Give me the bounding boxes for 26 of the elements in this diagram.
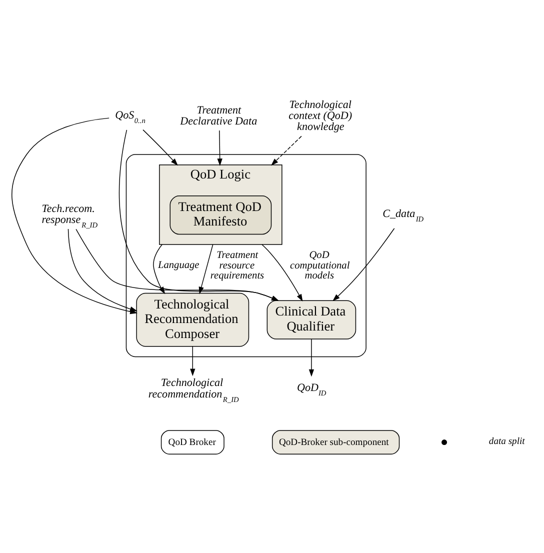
arrow — [332, 228, 395, 301]
node-text: C_data$_{ID}$ — [382, 207, 424, 223]
node-text: Technological context (QoD) knowledge — [288, 98, 352, 133]
legend-label: data split — [488, 436, 525, 447]
arrow — [118, 129, 279, 301]
node-text: Tech.recom. response$_{R_ID}$ — [42, 202, 98, 230]
edge-label: Treatment resource requirements — [210, 249, 264, 282]
arrow — [76, 228, 280, 301]
edge-label: Language — [158, 259, 200, 270]
cluster — [126, 154, 366, 357]
arrow — [190, 346, 196, 376]
arrow — [271, 135, 302, 166]
arrow — [217, 130, 222, 166]
arrow — [142, 128, 178, 166]
node-text: QoS$_{0..n}$ — [115, 108, 146, 124]
legend-label: QoD-Broker sub-component — [278, 436, 389, 448]
node-text: Technological recommendation$_{R_ID}$ — [148, 376, 239, 404]
arrow — [308, 338, 314, 376]
node-box: Treatment QoD Manifesto — [170, 194, 272, 234]
arrow — [262, 244, 303, 302]
node-text: Treatment Declarative Data — [180, 104, 258, 128]
legend-label: QoD Broker — [168, 436, 216, 448]
node-text: QoD$_{ID}$ — [297, 382, 326, 398]
edge-label: QoD computational models — [290, 249, 350, 282]
node-box: Clinical Data Qualifier — [266, 300, 356, 339]
node-box: Technological Recommendation Composer — [136, 292, 250, 346]
